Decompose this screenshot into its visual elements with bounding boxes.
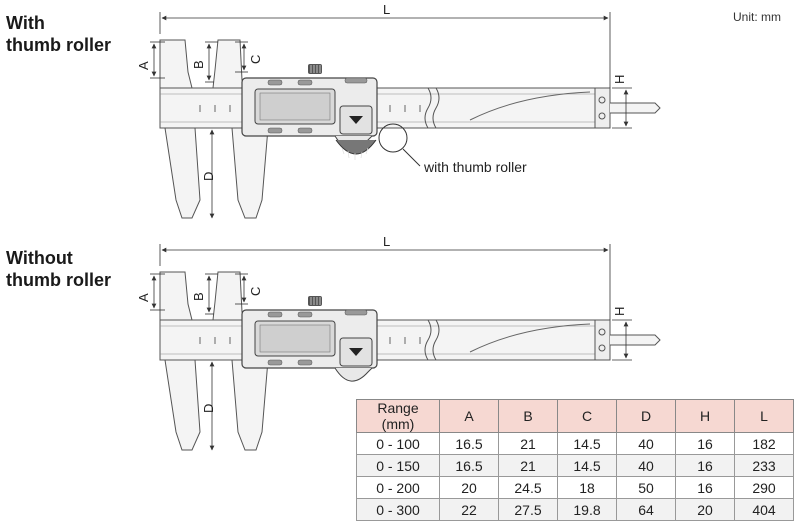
title-with-thumb-roller: With thumb roller <box>6 12 111 56</box>
table-cell: 18 <box>557 476 617 499</box>
table-cell: 22 <box>439 498 499 521</box>
dim-L-bottom: L <box>383 234 390 249</box>
table-row: 0 - 100 16.5 21 14.5 40 16 182 <box>356 432 794 455</box>
table-cell: 0 - 300 <box>356 498 440 521</box>
dim-H: H <box>612 75 627 84</box>
title-without-line2: thumb roller <box>6 270 112 290</box>
dim-H-bottom: H <box>612 307 627 316</box>
header-b: B <box>498 399 558 433</box>
dim-B: B <box>191 60 206 69</box>
table-cell: 40 <box>616 432 676 455</box>
table-cell: 0 - 150 <box>356 454 440 477</box>
title-with-line1: With <box>6 13 45 33</box>
dim-A: A <box>136 61 151 70</box>
dim-B-bottom: B <box>191 292 206 301</box>
table-cell: 27.5 <box>498 498 558 521</box>
table-cell: 14.5 <box>557 454 617 477</box>
caliper-with-thumb-roller: with thumb roller L A B C D H <box>136 2 661 219</box>
table-cell: 21 <box>498 432 558 455</box>
table-cell: 24.5 <box>498 476 558 499</box>
table-cell: 0 - 100 <box>356 432 440 455</box>
dim-D-bottom: D <box>201 404 216 413</box>
table-cell: 19.8 <box>557 498 617 521</box>
dim-D: D <box>201 172 216 181</box>
table-row: 0 - 300 22 27.5 19.8 64 20 404 <box>356 498 794 521</box>
title-without-line1: Without <box>6 248 73 268</box>
header-range: Range (mm) <box>356 399 440 433</box>
header-d: D <box>616 399 676 433</box>
table-cell: 16 <box>675 454 735 477</box>
spec-table: Range (mm) A B C D H L 0 - 100 16.5 21 1… <box>356 399 794 521</box>
table-cell: 290 <box>734 476 794 499</box>
table-row: 0 - 200 20 24.5 18 50 16 290 <box>356 476 794 499</box>
title-with-line2: thumb roller <box>6 35 112 55</box>
title-without-thumb-roller: Without thumb roller <box>6 247 111 291</box>
header-h: H <box>675 399 735 433</box>
table-cell: 16.5 <box>439 454 499 477</box>
table-cell: 21 <box>498 454 558 477</box>
header-l: L <box>734 399 794 433</box>
caliper-without-thumb-roller: L A B C D H <box>136 234 661 451</box>
callout-thumb-roller: with thumb roller <box>423 159 527 175</box>
table-cell: 20 <box>439 476 499 499</box>
table-cell: 50 <box>616 476 676 499</box>
dim-C: C <box>248 55 263 64</box>
spec-table-header: Range (mm) A B C D H L <box>356 399 794 433</box>
table-cell: 14.5 <box>557 432 617 455</box>
table-cell: 233 <box>734 454 794 477</box>
table-cell: 182 <box>734 432 794 455</box>
table-row: 0 - 150 16.5 21 14.5 40 16 233 <box>356 454 794 477</box>
dim-C-bottom: C <box>248 287 263 296</box>
unit-label: Unit: mm <box>733 10 781 24</box>
header-a: A <box>439 399 499 433</box>
table-cell: 64 <box>616 498 676 521</box>
table-cell: 16 <box>675 432 735 455</box>
table-cell: 40 <box>616 454 676 477</box>
table-cell: 20 <box>675 498 735 521</box>
dim-A-bottom: A <box>136 293 151 302</box>
thumb-roller-icon <box>335 139 377 160</box>
table-cell: 404 <box>734 498 794 521</box>
table-cell: 0 - 200 <box>356 476 440 499</box>
table-cell: 16 <box>675 476 735 499</box>
dim-L: L <box>383 2 390 17</box>
table-cell: 16.5 <box>439 432 499 455</box>
header-c: C <box>557 399 617 433</box>
